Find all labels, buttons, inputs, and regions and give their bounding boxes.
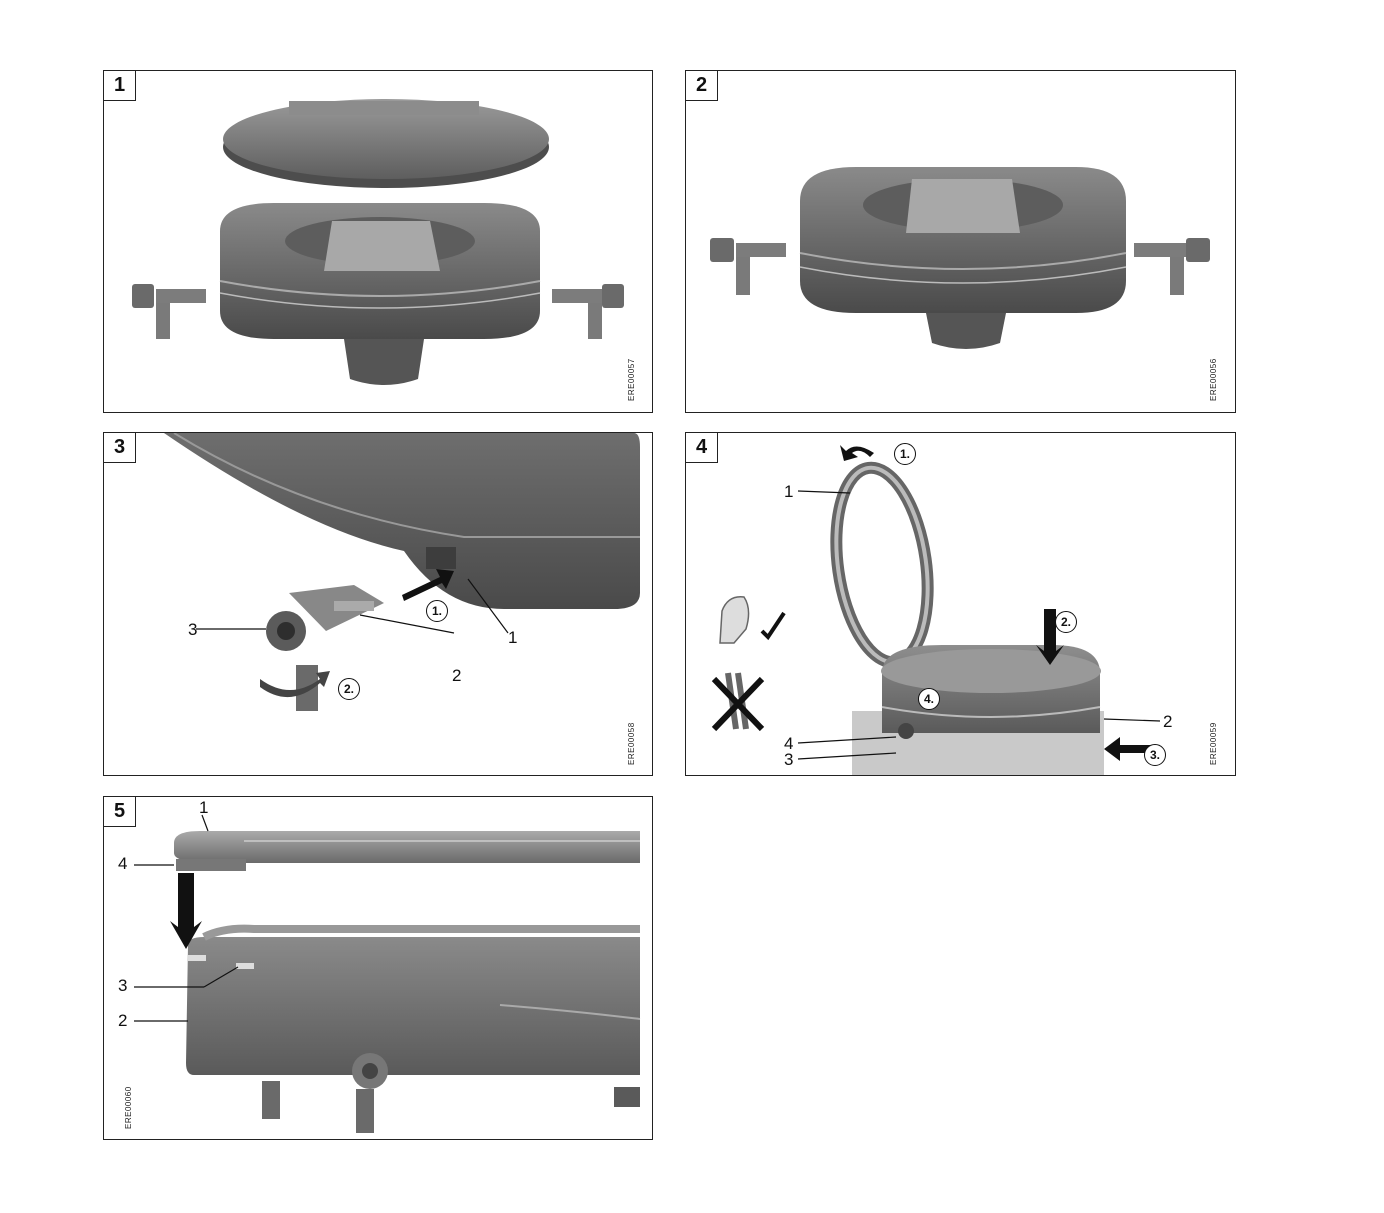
figure-panel-3: 3 3 2 1 1. 2. ERE00058: [103, 432, 653, 776]
seat-body-part: [799, 167, 1127, 349]
attach-down-arrow: [170, 873, 202, 949]
callout-label-1: 1: [784, 482, 794, 501]
step-badge-3: 3.: [1144, 744, 1166, 766]
figure-panel-1: 1: [103, 70, 653, 413]
push-arrow: [1104, 737, 1150, 761]
hinge-pin: [236, 963, 254, 969]
callout-label-4: 4: [118, 854, 128, 873]
callout-label-4: 4: [784, 734, 794, 753]
panel-number: 5: [104, 797, 136, 827]
raised-seat-exploded-illustration: [132, 99, 624, 385]
callout-label-2: 2: [452, 666, 462, 685]
right-knob-part: [552, 284, 624, 339]
step-badge-1: 1.: [894, 443, 916, 465]
step-badge-1: 1.: [426, 600, 448, 622]
panel-number: 1: [104, 71, 136, 101]
callout-label-1: 1: [508, 628, 518, 647]
pliers-forbidden-icon: [711, 672, 765, 732]
figure-code: ERE00060: [124, 1086, 133, 1129]
hinge-pin: [188, 955, 206, 961]
lift-arrow: [840, 445, 874, 461]
step-badge-4: 4.: [918, 688, 940, 710]
panel-number: 2: [686, 71, 718, 101]
step-badge-2: 2.: [338, 678, 360, 700]
raised-seat-without-lid-illustration: [710, 167, 1210, 349]
press-down-arrow: [1036, 609, 1064, 665]
figure-code: ERE00059: [1209, 722, 1218, 765]
seat-body-part: [186, 924, 641, 1133]
figure-panel-4: 4: [685, 432, 1236, 776]
left-knob-part: [132, 284, 206, 339]
figure-code: ERE00056: [1209, 358, 1218, 401]
figure-code: ERE00057: [627, 358, 636, 401]
hand-tighten-icon: [719, 596, 786, 644]
seat-body-closeup: [164, 433, 640, 609]
knob-part: [266, 585, 384, 711]
figure-panel-2: 2 ERE00056: [685, 70, 1236, 413]
callout-label-3: 3: [784, 750, 794, 769]
rotate-arrow: [260, 671, 330, 698]
mounting-on-toilet-illustration: [711, 445, 1161, 775]
panel-number: 3: [104, 433, 136, 463]
figure-panel-5: 5: [103, 796, 653, 1140]
panel-number: 4: [686, 433, 718, 463]
callout-label-1: 1: [199, 798, 209, 817]
callout-label-3: 3: [188, 620, 198, 639]
callout-label-3: 3: [118, 976, 128, 995]
knob-insertion-illustration: [164, 433, 640, 711]
callout-label-2: 2: [118, 1011, 128, 1030]
step-badge-2: 2.: [1055, 611, 1077, 633]
insert-arrow: [402, 569, 454, 601]
right-knob-part: [1134, 238, 1210, 295]
left-knob-part: [710, 238, 786, 295]
raised-seat-part: [881, 645, 1101, 739]
lid-attachment-illustration: [134, 814, 641, 1133]
lid-part: [174, 831, 640, 871]
callout-label-2: 2: [1163, 712, 1173, 731]
seat-body-part: [219, 203, 541, 385]
figure-code: ERE00058: [627, 722, 636, 765]
lid-part: [223, 99, 549, 188]
